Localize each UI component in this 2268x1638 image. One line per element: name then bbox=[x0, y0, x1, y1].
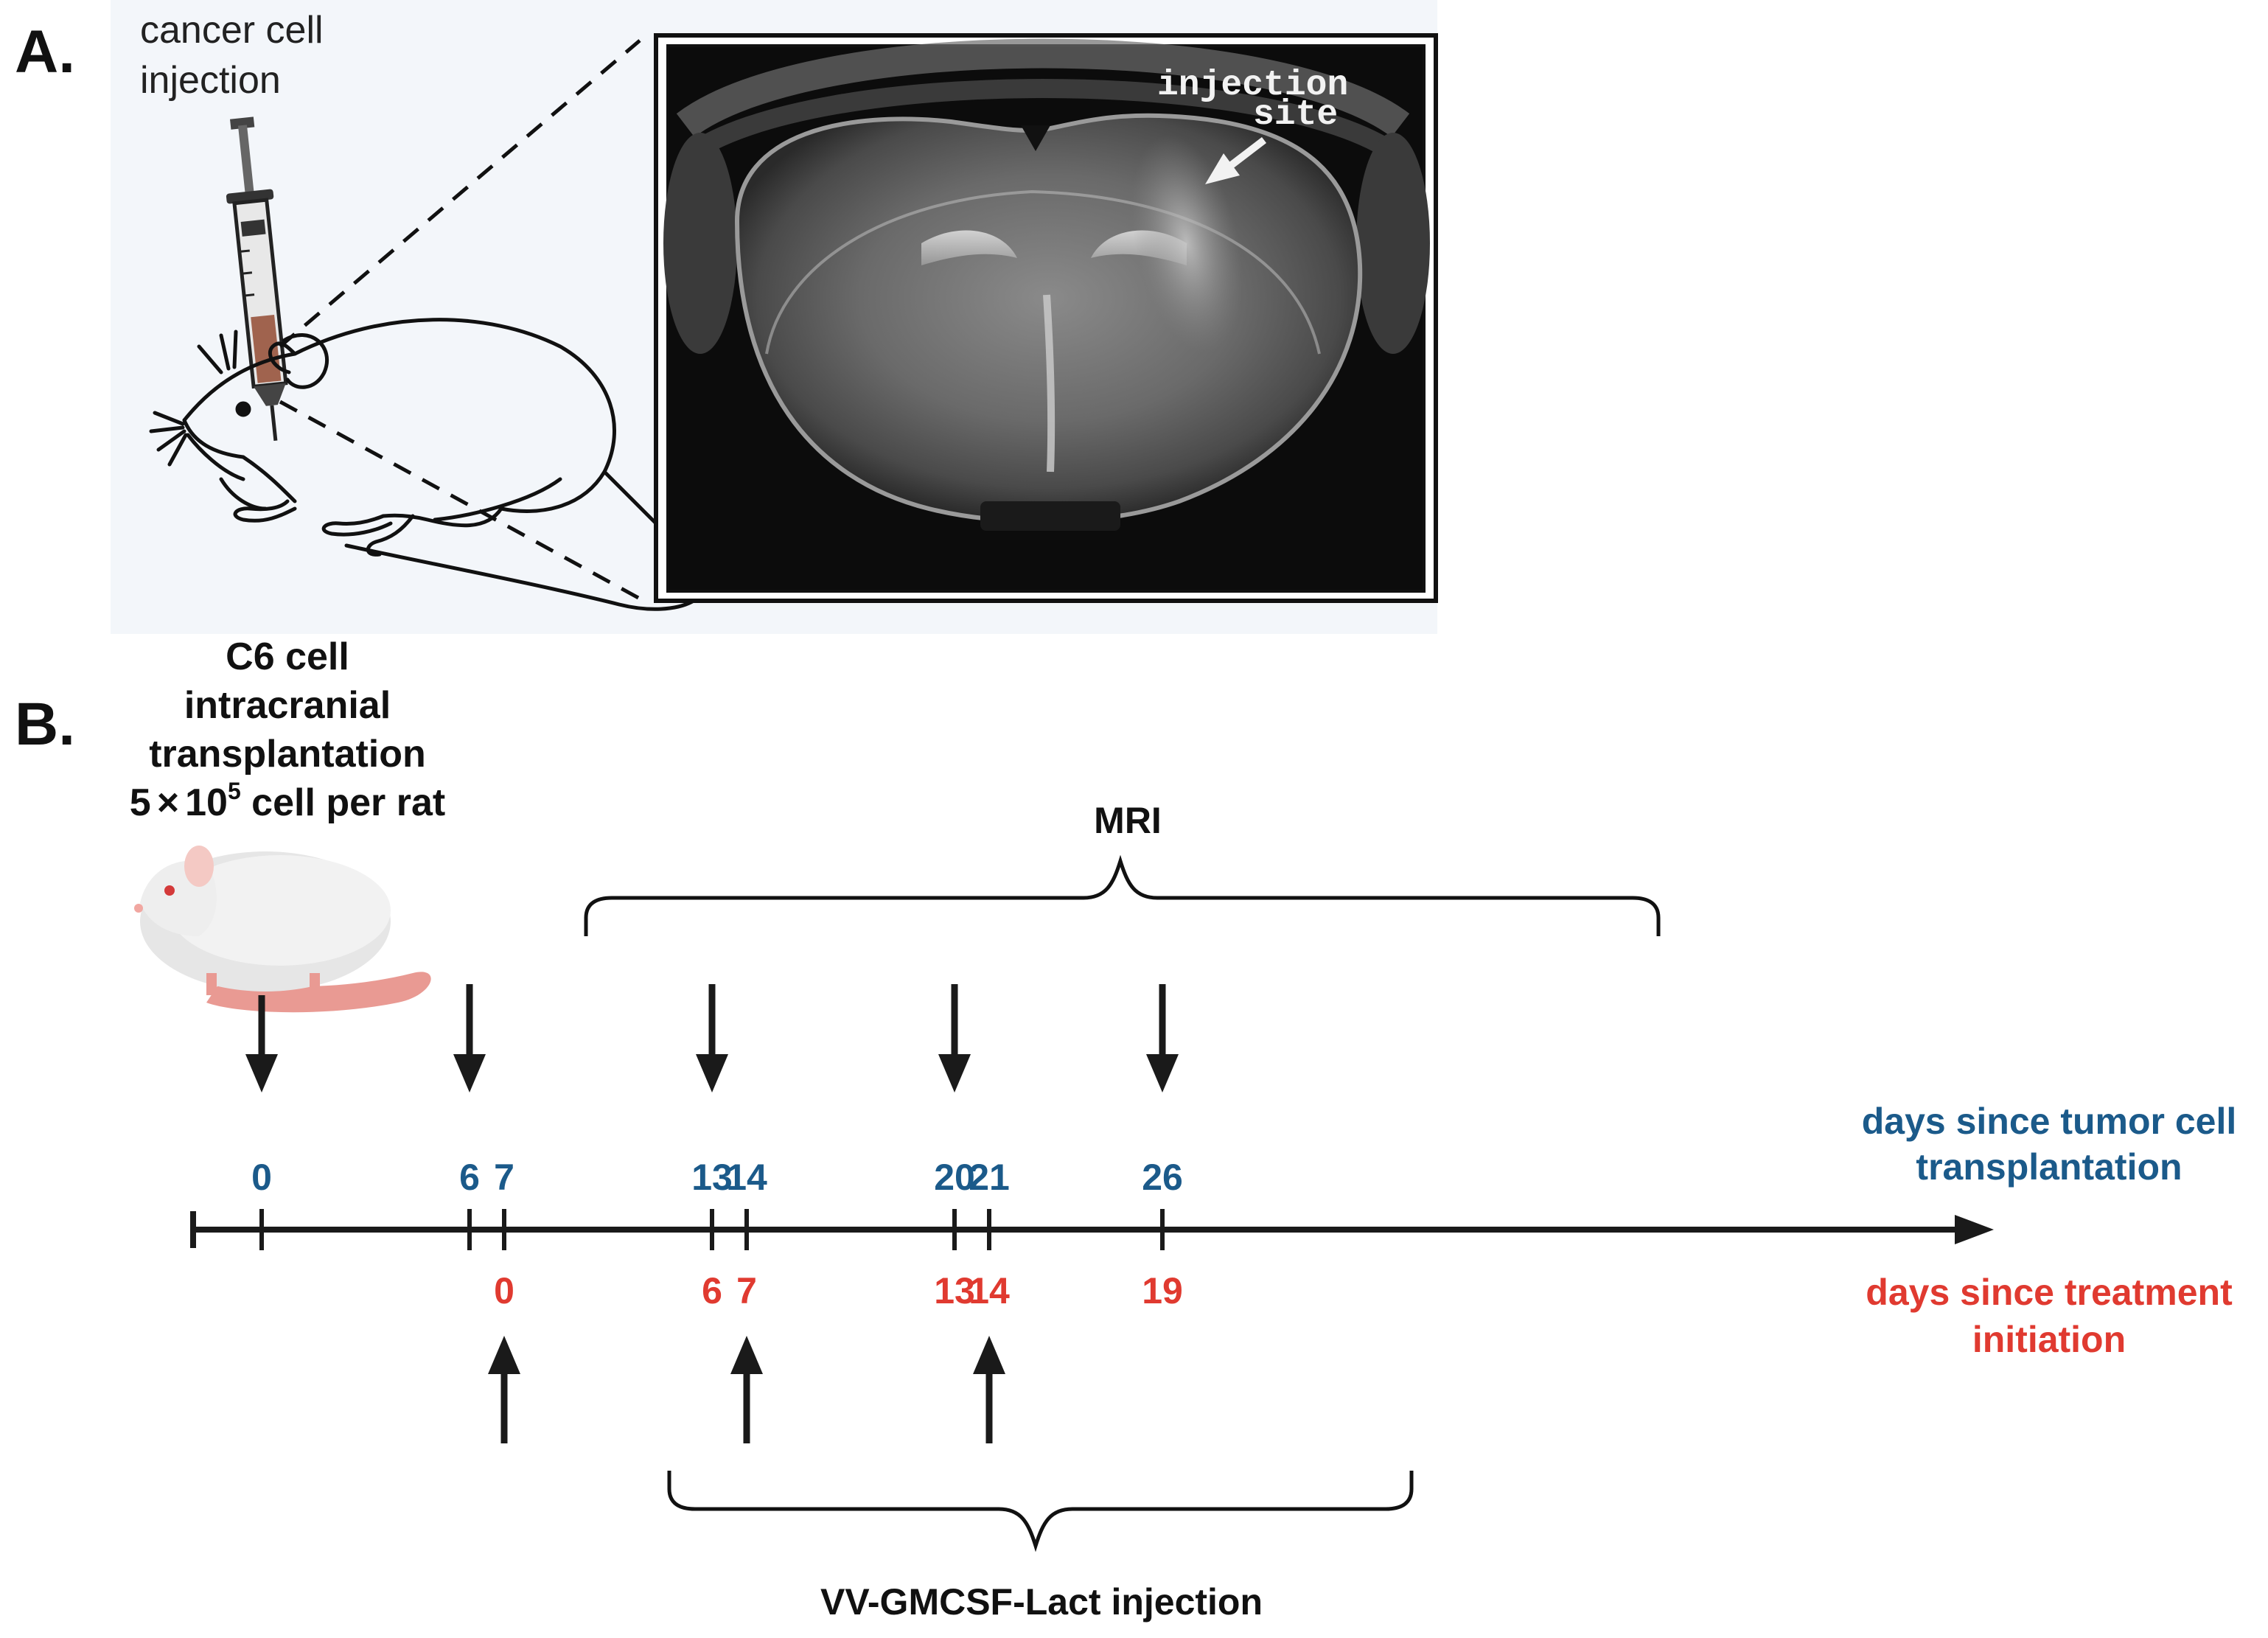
mri-annotation-line-2: site bbox=[1253, 95, 1338, 135]
syringe-caption-line-2: injection bbox=[140, 59, 281, 102]
timeline-ticks bbox=[259, 1209, 1165, 1250]
mri-annotation-line-1: injection bbox=[1157, 66, 1348, 105]
treatment-day-label: 0 bbox=[494, 1270, 514, 1311]
top-axis-title-line-2: transplantation bbox=[1916, 1146, 2182, 1188]
top-axis-title-line-1: days since tumor cell bbox=[1862, 1101, 2237, 1142]
treatment-day-label: 19 bbox=[1142, 1270, 1183, 1311]
mri-arrows bbox=[245, 984, 1179, 1092]
procedure-caption-line-3: transplantation bbox=[149, 733, 426, 776]
procedure-caption-line-1: C6 cell bbox=[226, 635, 349, 678]
timeline-axis-arrowhead bbox=[1955, 1215, 1994, 1244]
bottom-axis-title-line-1: days since treatment bbox=[1866, 1272, 2233, 1313]
zoom-line-bottom bbox=[279, 400, 641, 601]
mri-arrow-head bbox=[1146, 1054, 1179, 1092]
treatment-day-label: 6 bbox=[702, 1270, 722, 1311]
mri-arrow-head bbox=[938, 1054, 971, 1092]
transplant-day-label: 21 bbox=[969, 1157, 1010, 1198]
transplant-day-label: 13 bbox=[691, 1157, 733, 1198]
bottom-axis-title-line-2: initiation bbox=[1972, 1319, 2126, 1360]
syringe-icon bbox=[226, 116, 288, 441]
injection-arrow-head bbox=[973, 1336, 1005, 1374]
panel-a-label: A. bbox=[15, 18, 75, 86]
dose-caption: 5×105 cell per rat bbox=[130, 778, 445, 824]
transplant-day-label: 20 bbox=[934, 1157, 975, 1198]
injection-label: VV-GMCSF-Lact injection bbox=[820, 1581, 1263, 1623]
transplant-day-label: 6 bbox=[459, 1157, 480, 1198]
zoom-line-top bbox=[279, 39, 641, 348]
treatment-day-label: 7 bbox=[736, 1270, 757, 1311]
mri-brace bbox=[584, 854, 1661, 936]
injection-site-arrow-icon bbox=[1205, 137, 1267, 184]
injection-arrow-head bbox=[488, 1336, 520, 1374]
transplant-day-label: 7 bbox=[494, 1157, 514, 1198]
procedure-caption-line-2: intracranial bbox=[184, 684, 391, 727]
mri-image: injection site bbox=[654, 33, 1438, 603]
injection-arrow-head bbox=[730, 1336, 763, 1374]
treatment-day-label: 13 bbox=[934, 1270, 975, 1311]
syringe-caption-line-1: cancer cell bbox=[140, 9, 324, 52]
treatment-day-label: 14 bbox=[969, 1270, 1010, 1311]
transplant-day-label: 26 bbox=[1142, 1157, 1183, 1198]
mri-label: MRI bbox=[1094, 800, 1162, 841]
transplant-arrow-head bbox=[245, 1054, 278, 1092]
transplant-day-label: 14 bbox=[726, 1157, 767, 1198]
injection-brace bbox=[667, 1471, 1414, 1552]
mri-arrow-head bbox=[696, 1054, 728, 1092]
panel-a: A. cancer cell injection bbox=[15, 0, 1438, 824]
panel-b-label: B. bbox=[15, 691, 75, 758]
injection-arrows bbox=[488, 1336, 1005, 1443]
mri-arrow-head bbox=[453, 1054, 486, 1092]
transplant-day-label: 0 bbox=[251, 1157, 272, 1198]
white-rat-icon bbox=[134, 846, 431, 1013]
